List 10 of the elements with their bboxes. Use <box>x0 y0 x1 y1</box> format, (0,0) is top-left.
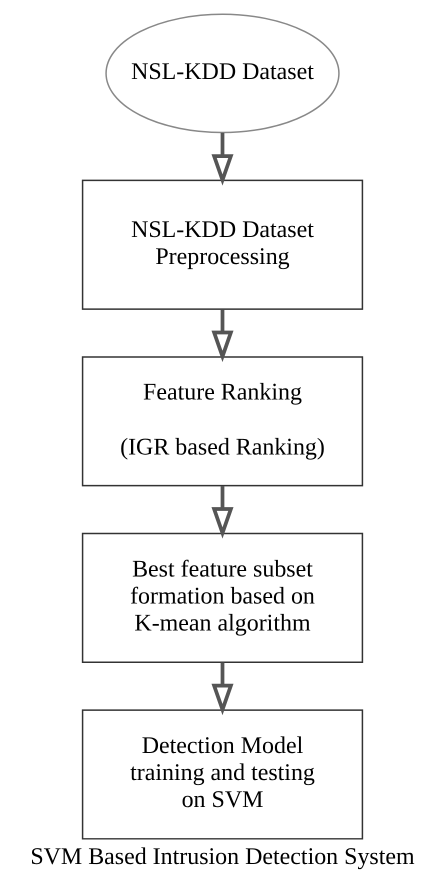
node-box: Detection Model training and testing on SVM <box>81 709 363 840</box>
caption: SVM Based Intrusion Detection System <box>30 844 414 870</box>
arrow <box>210 309 234 362</box>
arrow <box>210 662 234 716</box>
node-box: Feature Ranking (IGR based Ranking) <box>81 356 363 486</box>
arrow <box>210 486 234 539</box>
node-ellipse: NSL-KDD Dataset <box>104 14 340 134</box>
node-box: Best feature subset formation based on K-mean algorithm <box>81 532 363 663</box>
node-box: NSL-KDD Dataset Preprocessing <box>81 180 363 310</box>
arrow <box>210 132 234 186</box>
